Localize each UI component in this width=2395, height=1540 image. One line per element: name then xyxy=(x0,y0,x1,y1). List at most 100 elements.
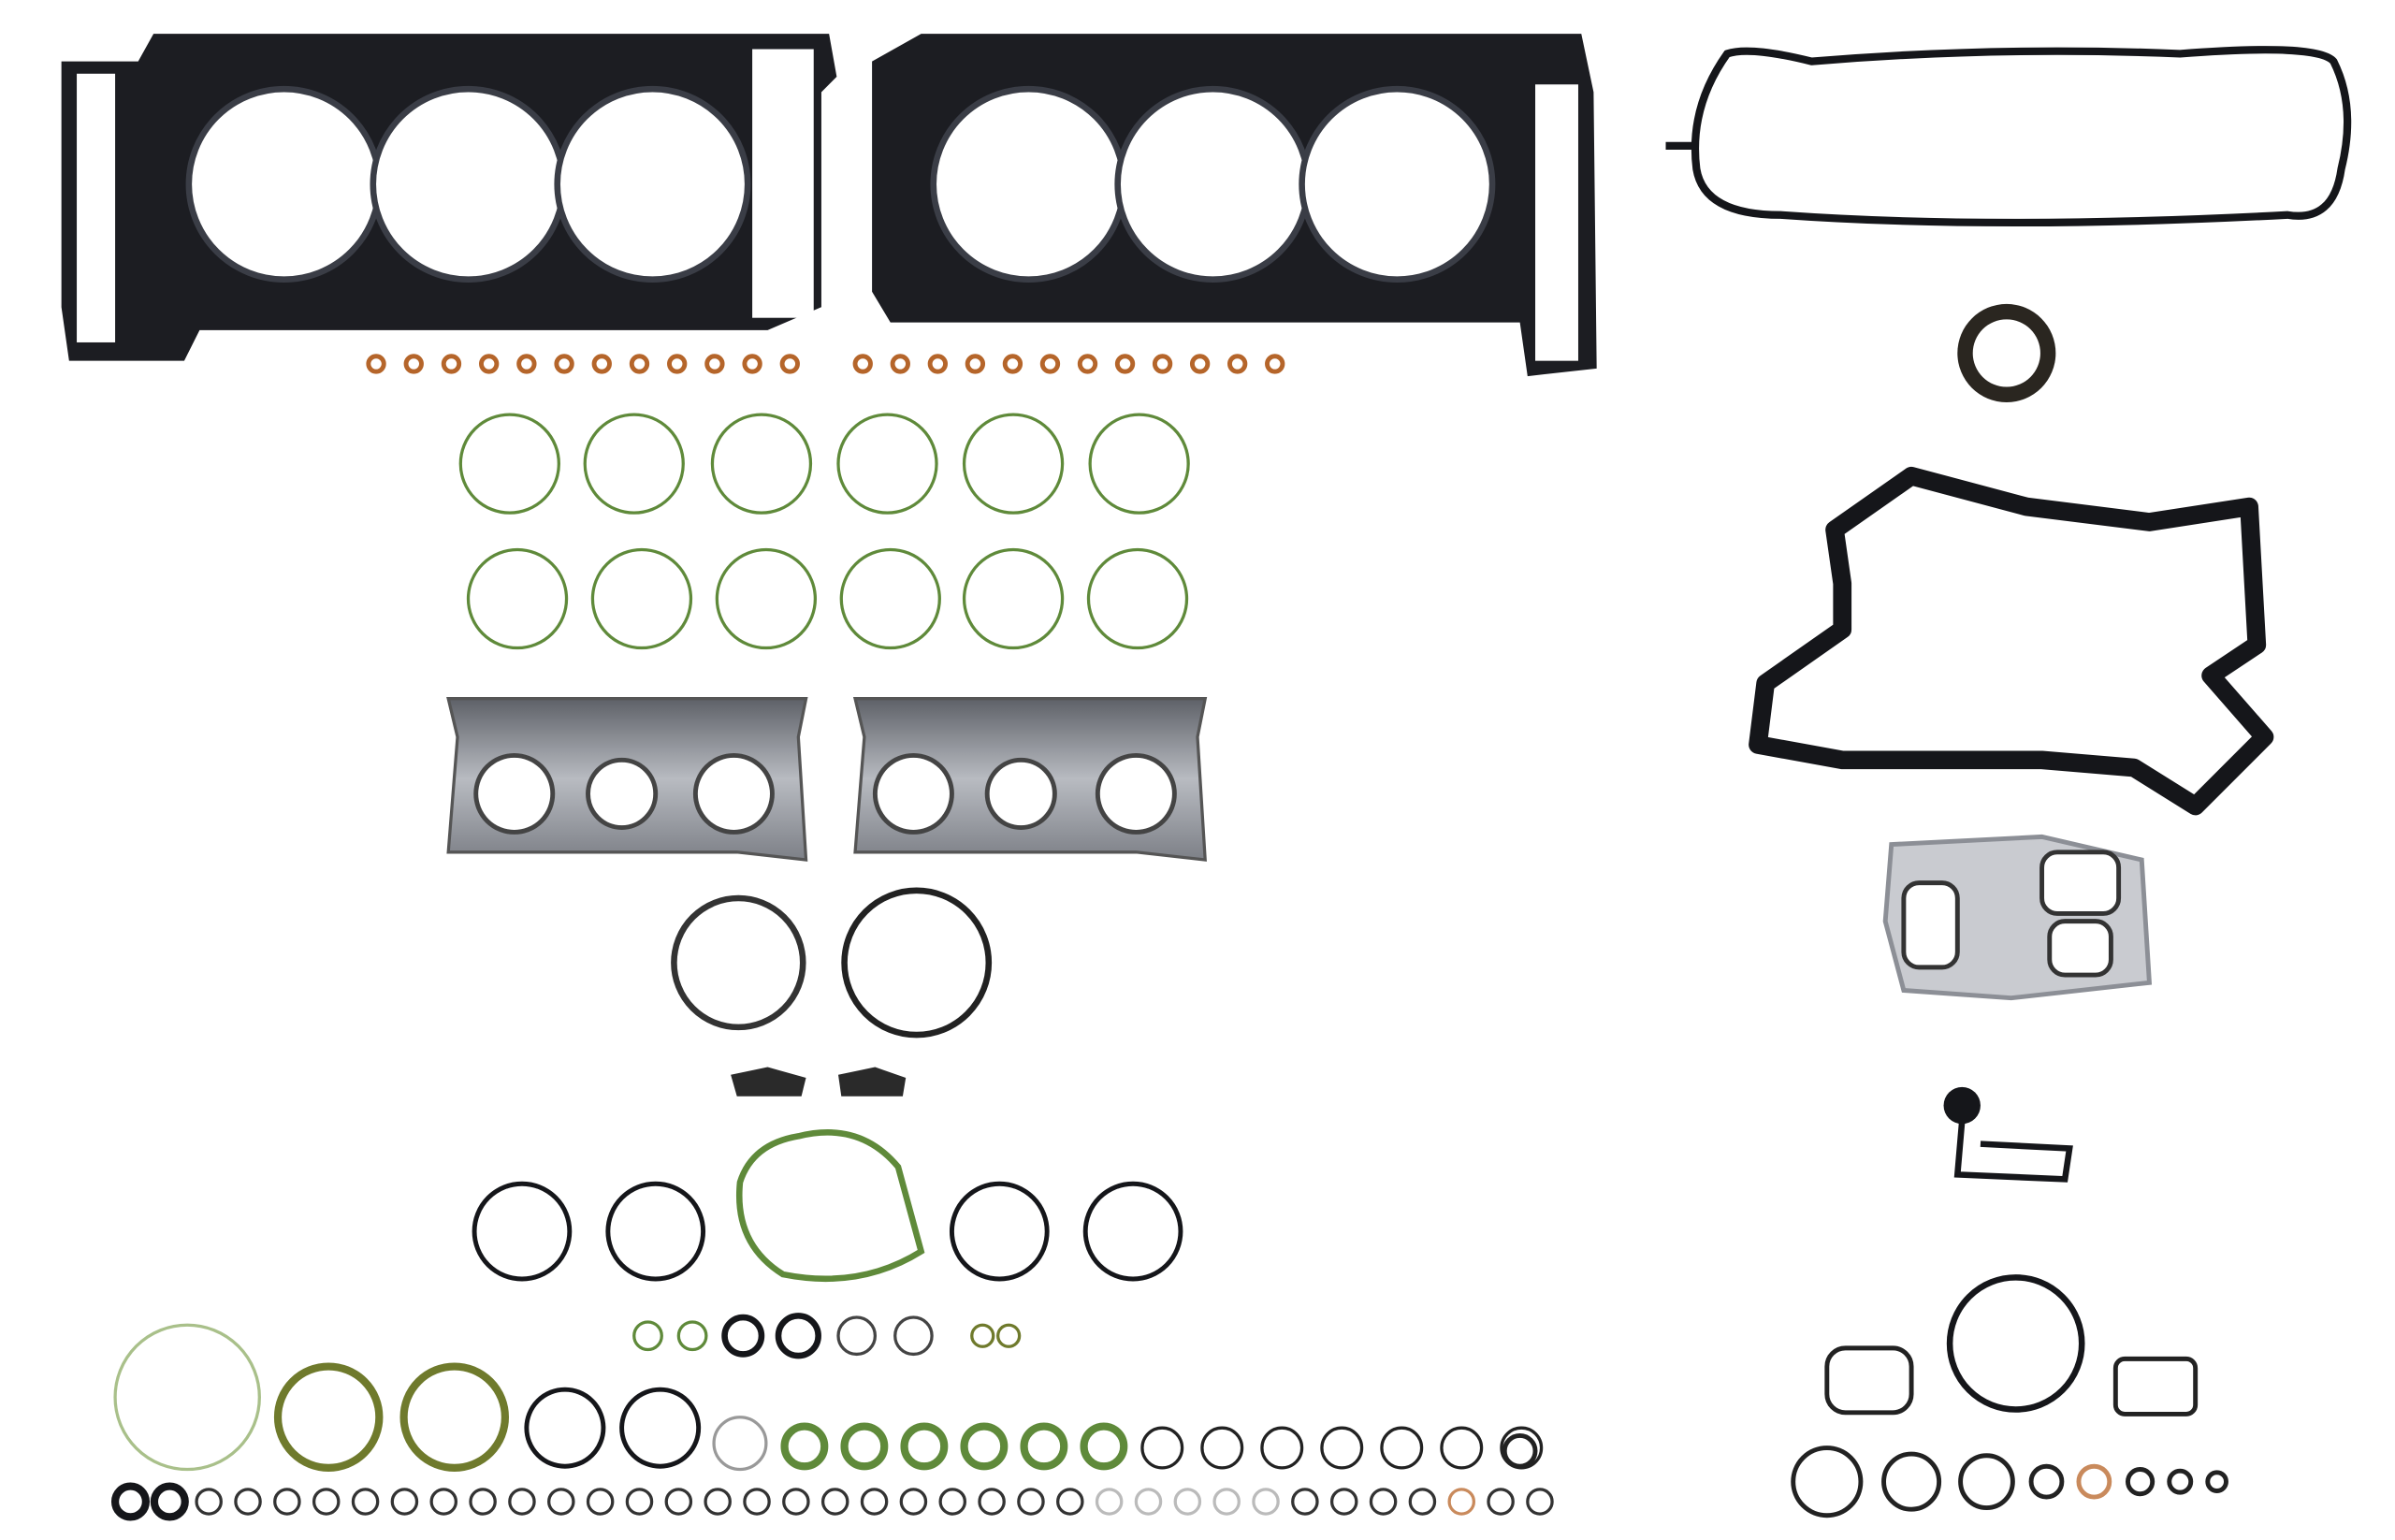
small-seal xyxy=(1329,1488,1358,1516)
intake-ring xyxy=(1088,413,1190,515)
valve-stem-seal xyxy=(1265,354,1285,374)
small-seal xyxy=(390,1488,419,1516)
valve-stem-seal xyxy=(965,354,986,374)
turbo-ring xyxy=(841,887,993,1039)
valve-stem-seal xyxy=(554,354,574,374)
valve-stem-seal xyxy=(704,354,725,374)
o-ring xyxy=(2167,1468,2194,1495)
o-ring xyxy=(1140,1426,1184,1470)
intake-ring xyxy=(715,547,818,650)
small-seal xyxy=(1487,1488,1515,1516)
valve-stem-seal xyxy=(779,354,800,374)
valve-stem-seal xyxy=(1114,354,1136,374)
turbo-ring xyxy=(671,894,806,1031)
intake-ring xyxy=(710,413,813,515)
oil-cooler-gasket xyxy=(1882,834,2153,1001)
valve-stem-seal xyxy=(1002,354,1023,374)
valve-stem-seal xyxy=(441,354,462,374)
intake-ring xyxy=(466,547,569,650)
small-seal xyxy=(1526,1488,1554,1516)
valve-stem-seal xyxy=(1227,354,1248,374)
o-ring xyxy=(721,1314,765,1358)
o-ring xyxy=(836,1315,878,1357)
small-seal xyxy=(351,1488,380,1516)
valve-cover-gasket xyxy=(1665,46,2352,227)
o-ring xyxy=(632,1320,663,1352)
small-seal xyxy=(938,1488,967,1516)
cylinder-head-gasket-left xyxy=(61,34,837,361)
crankshaft-seal xyxy=(1957,303,2056,402)
small-seal xyxy=(469,1488,497,1516)
o-ring xyxy=(1791,1446,1864,1518)
small-seal xyxy=(899,1488,928,1516)
small-seal xyxy=(860,1488,889,1516)
breather-seal xyxy=(1943,1086,2073,1183)
o-ring xyxy=(1881,1451,1942,1512)
small-seal xyxy=(234,1488,262,1516)
o-ring xyxy=(712,1416,768,1472)
o-ring xyxy=(1320,1426,1364,1470)
o-ring xyxy=(399,1362,509,1472)
intake-ring xyxy=(839,547,941,650)
o-ring xyxy=(1260,1426,1304,1470)
small-seal xyxy=(1447,1488,1476,1516)
small-seal xyxy=(1212,1488,1241,1516)
o-ring xyxy=(1200,1426,1244,1470)
o-ring xyxy=(2028,1463,2065,1500)
valve-stem-seal xyxy=(591,354,612,374)
small-seal xyxy=(312,1488,341,1516)
small-seal xyxy=(820,1488,849,1516)
small-seal xyxy=(273,1488,301,1516)
valve-stem-seal xyxy=(1189,354,1211,374)
o-ring xyxy=(524,1387,606,1469)
o-ring xyxy=(2076,1463,2112,1500)
small-seal xyxy=(1134,1488,1163,1516)
valve-stem-seal xyxy=(667,354,688,374)
o-ring xyxy=(996,1323,1022,1348)
o-ring xyxy=(1080,1422,1128,1471)
timing-cover-gasket xyxy=(1749,466,2274,816)
o-ring xyxy=(780,1422,829,1471)
small-seal xyxy=(1291,1488,1319,1516)
small-seal xyxy=(586,1488,615,1516)
small-seal xyxy=(150,1482,189,1521)
valve-stem-seal xyxy=(890,354,910,374)
small-seal xyxy=(1408,1488,1437,1516)
small-seal xyxy=(429,1488,458,1516)
o-ring xyxy=(2126,1467,2156,1497)
intake-ring xyxy=(962,413,1065,515)
o-ring xyxy=(273,1362,384,1472)
o-rings xyxy=(110,354,2228,1521)
exhaust-manifold-gasket-right xyxy=(852,697,1208,862)
o-ring xyxy=(960,1422,1009,1471)
o-ring xyxy=(893,1315,934,1357)
valve-stem-seal xyxy=(403,354,424,374)
intake-ring xyxy=(1086,547,1189,650)
o-ring xyxy=(900,1422,949,1471)
cover-seal xyxy=(2112,1356,2199,1417)
small-seal xyxy=(1252,1488,1280,1516)
intake-ring xyxy=(590,547,693,650)
o-ring xyxy=(1380,1426,1424,1470)
small-seal xyxy=(1173,1488,1202,1516)
o-ring xyxy=(775,1313,821,1359)
small-seal xyxy=(1017,1488,1045,1516)
intake-ring xyxy=(962,547,1065,650)
small-seal xyxy=(195,1488,223,1516)
valve-stem-seal xyxy=(516,354,537,374)
valve-stem-seal xyxy=(629,354,650,374)
o-ring xyxy=(1440,1426,1484,1470)
o-ring xyxy=(1020,1422,1068,1471)
cover-seal xyxy=(1824,1345,1914,1416)
exhaust-manifold-gasket-left xyxy=(446,697,808,862)
o-ring xyxy=(619,1387,702,1469)
intake-ring xyxy=(458,413,560,515)
small-seal xyxy=(782,1488,810,1516)
o-ring xyxy=(840,1422,889,1471)
small-seal xyxy=(508,1488,536,1516)
valve-stem-seal xyxy=(852,354,873,374)
valve-stem-seal xyxy=(1152,354,1173,374)
turbo-gasket-right xyxy=(838,1067,907,1097)
water-pump-gasket xyxy=(736,1129,925,1283)
